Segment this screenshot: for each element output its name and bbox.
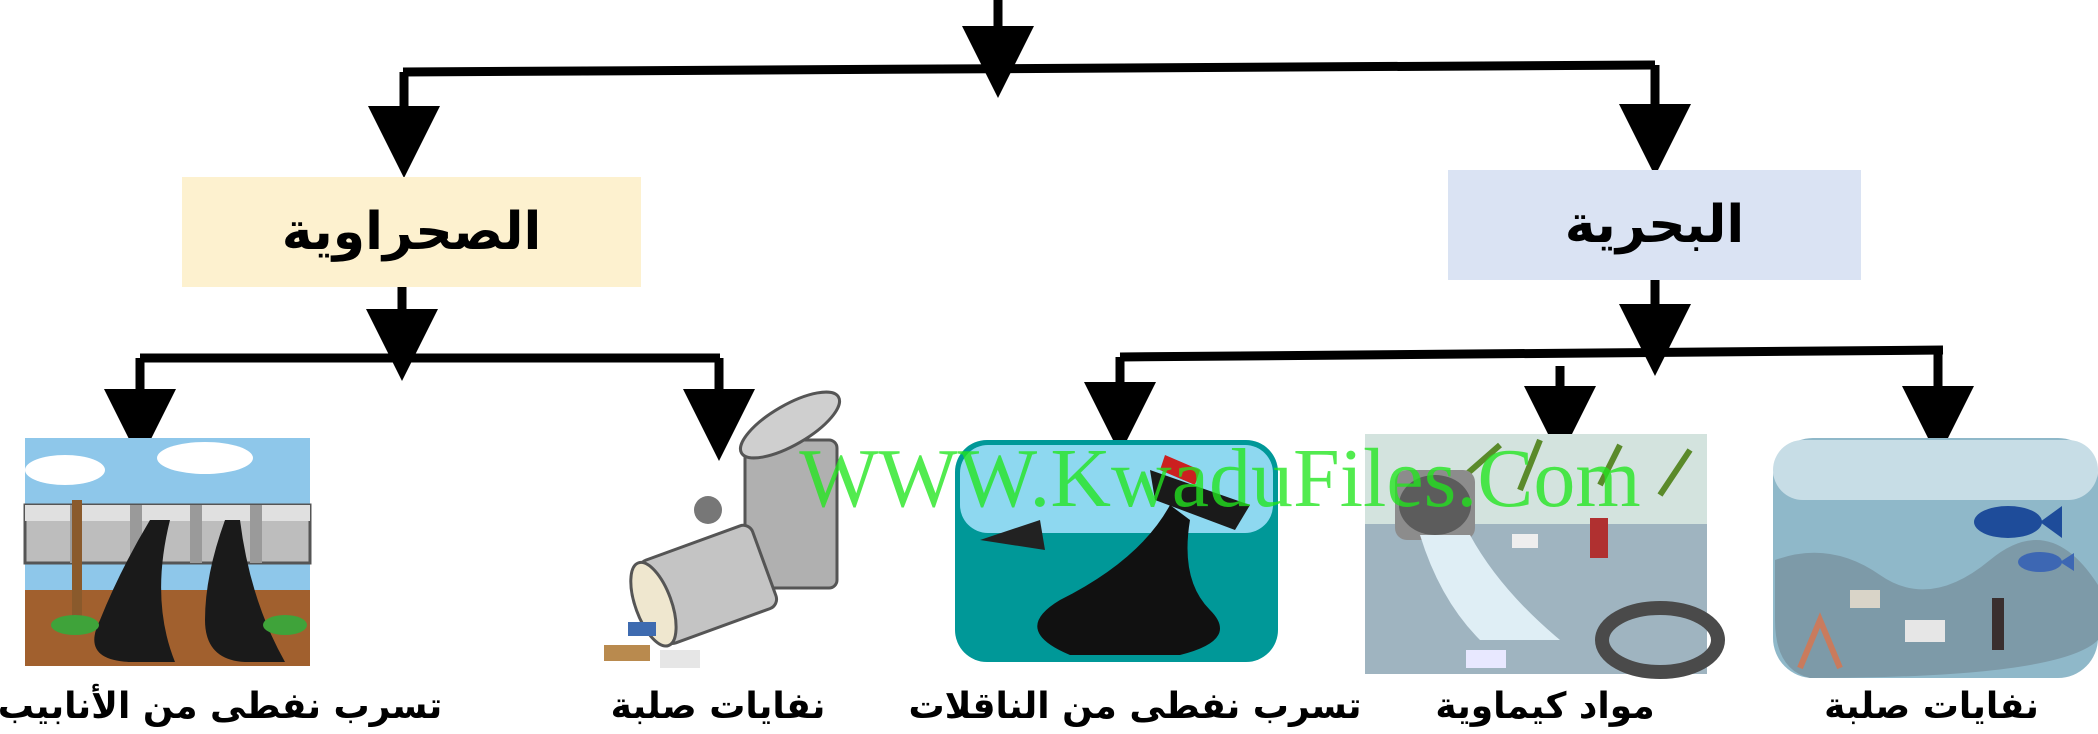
sewage-pipe-illustration <box>1365 434 1725 679</box>
label-pipeline-oil-spill: تسرب نفطى من الأنابيب <box>0 685 443 727</box>
label-chemicals: مواد كيماوية <box>1435 685 1655 727</box>
connector-marine-bar <box>1119 345 1944 362</box>
trash-can-illustration <box>604 390 842 668</box>
leaking-pipeline-illustration <box>23 438 312 666</box>
sinking-tanker-illustration <box>955 440 1278 662</box>
connectors <box>104 0 1974 461</box>
label-marine-solid-waste: نفايات صلبة <box>1824 685 2039 727</box>
watermark-text: WWW.KwaduFiles.Com <box>799 432 1641 525</box>
connector-root-bar <box>402 60 1656 77</box>
label-tanker-oil-spill: تسرب نفطى من الناقلات <box>908 685 1362 727</box>
underwater-trash-illustration <box>1773 438 2098 678</box>
label-desert-solid-waste: نفايات صلبة <box>610 685 826 727</box>
category-desert: الصحراوية <box>182 177 641 287</box>
category-marine: البحرية <box>1448 170 1861 280</box>
